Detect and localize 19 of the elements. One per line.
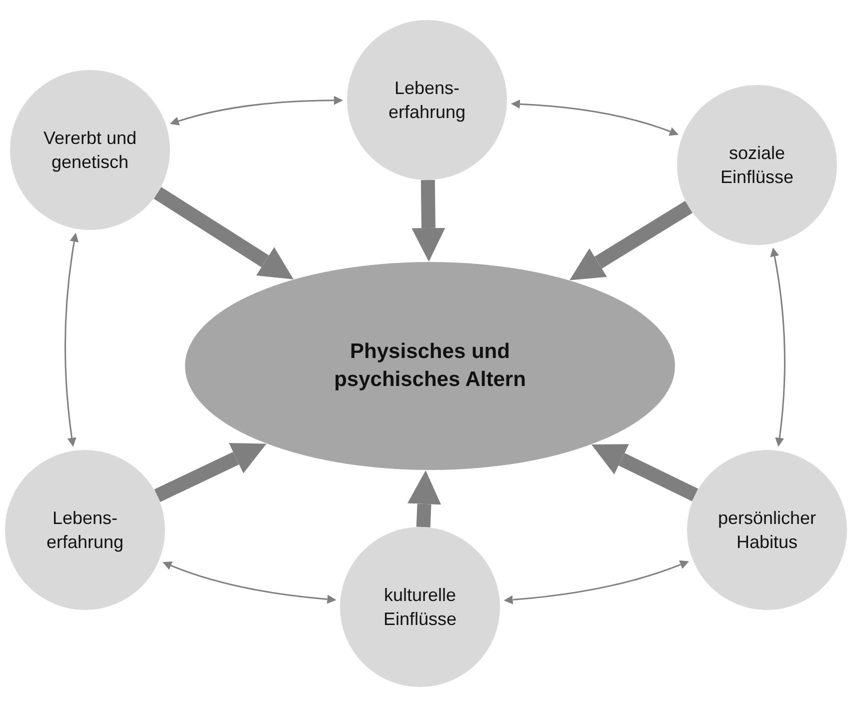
arrow (170, 96, 343, 126)
arrow (591, 444, 698, 502)
node-label: Lebens- erfahrung (45, 506, 125, 554)
arrow (510, 100, 679, 136)
node-label: Lebens- erfahrung (387, 76, 467, 124)
node-label: soziale Einflüsse (719, 142, 795, 189)
arrow (162, 561, 336, 604)
arrow (64, 232, 79, 447)
arrow (408, 470, 442, 528)
arrow (154, 443, 266, 502)
arrow (412, 180, 446, 262)
node-label: Physisches und psychisches Altern (333, 338, 527, 393)
node-label: Vererbt und genetisch (42, 126, 138, 174)
node-label: kulturelle Einflüsse (382, 584, 458, 631)
arrow (570, 200, 693, 280)
arrow (504, 560, 690, 604)
arrow (154, 187, 294, 280)
arrow (770, 247, 786, 447)
node-label: persönlicher Habitus (716, 506, 818, 554)
